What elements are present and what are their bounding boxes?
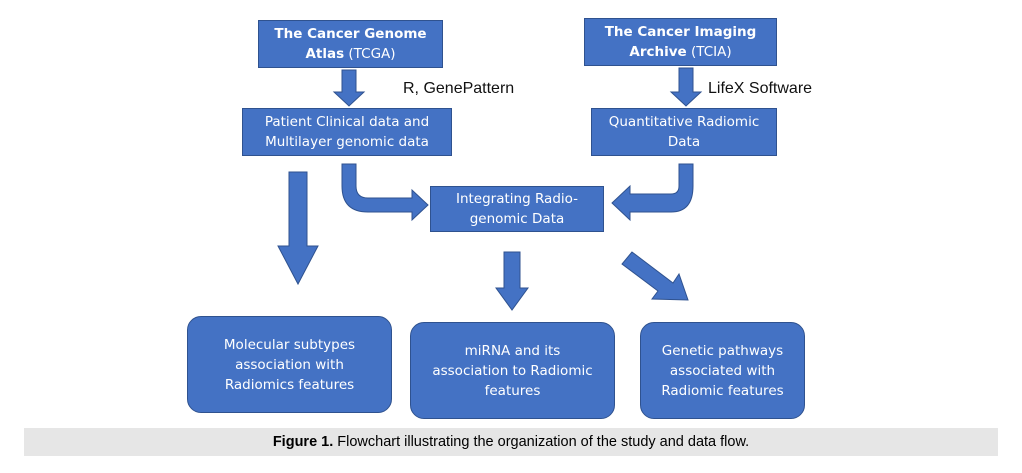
mirna-line3: features bbox=[484, 382, 541, 399]
tcia-title-line2: Archive bbox=[629, 44, 687, 60]
tcga-abbrev: (TCGA) bbox=[344, 46, 396, 62]
tcia-abbrev: (TCIA) bbox=[686, 44, 732, 60]
genetic-line3: Radiomic features bbox=[661, 382, 784, 399]
mirna-box: miRNA and its association to Radiomic fe… bbox=[410, 322, 615, 419]
figure-label: Figure 1. bbox=[272, 434, 334, 450]
integrating-line2: genomic Data bbox=[469, 211, 565, 227]
radiomic-line1: Quantitative Radiomic bbox=[608, 114, 760, 130]
tool-label-lifex: LifeX Software bbox=[708, 80, 813, 97]
arrow-tcga-to-clinical bbox=[332, 69, 366, 107]
mirna-line2: association to Radiomic bbox=[432, 362, 593, 379]
tool-label-r-genepattern: R, GenePattern bbox=[403, 80, 515, 97]
clinical-line1: Patient Clinical data and bbox=[264, 114, 430, 130]
molecular-subtypes-box: Molecular subtypes association with Radi… bbox=[187, 316, 392, 413]
arrow-clinical-to-molecular bbox=[277, 171, 319, 286]
tcia-box: The Cancer Imaging Archive (TCIA) bbox=[584, 18, 777, 66]
mirna-line1: miRNA and its bbox=[464, 342, 561, 359]
tcga-title-line1: The Cancer Genome bbox=[274, 26, 427, 42]
molecular-line2: association with bbox=[235, 356, 344, 373]
arrow-tcia-to-radiomic bbox=[669, 67, 703, 107]
figure-caption: Figure 1. Flowchart illustrating the org… bbox=[24, 428, 998, 456]
figure-caption-text: Flowchart illustrating the organization … bbox=[337, 434, 750, 450]
tcga-box: The Cancer Genome Atlas (TCGA) bbox=[258, 20, 443, 68]
arrow-integrating-to-genetic bbox=[621, 251, 689, 301]
arrow-clinical-to-integrating bbox=[341, 163, 429, 222]
integrating-line1: Integrating Radio- bbox=[455, 191, 579, 207]
radiomic-data-box: Quantitative Radiomic Data bbox=[591, 108, 777, 156]
radiomic-line2: Data bbox=[667, 134, 701, 150]
genetic-line1: Genetic pathways bbox=[661, 342, 784, 359]
clinical-line2: Multilayer genomic data bbox=[265, 134, 429, 150]
molecular-line1: Molecular subtypes bbox=[223, 336, 356, 353]
integrating-box: Integrating Radio- genomic Data bbox=[430, 186, 604, 232]
tcia-title-line1: The Cancer Imaging bbox=[604, 24, 757, 40]
arrow-integrating-to-mirna bbox=[495, 251, 529, 311]
genetic-pathways-box: Genetic pathways associated with Radiomi… bbox=[640, 322, 805, 419]
arrow-radiomic-to-integrating bbox=[611, 163, 694, 222]
genetic-line2: associated with bbox=[669, 362, 776, 379]
clinical-genomic-box: Patient Clinical data and Multilayer gen… bbox=[242, 108, 452, 156]
molecular-line3: Radiomics features bbox=[224, 376, 355, 393]
tcga-title-line2: Atlas bbox=[305, 46, 345, 62]
